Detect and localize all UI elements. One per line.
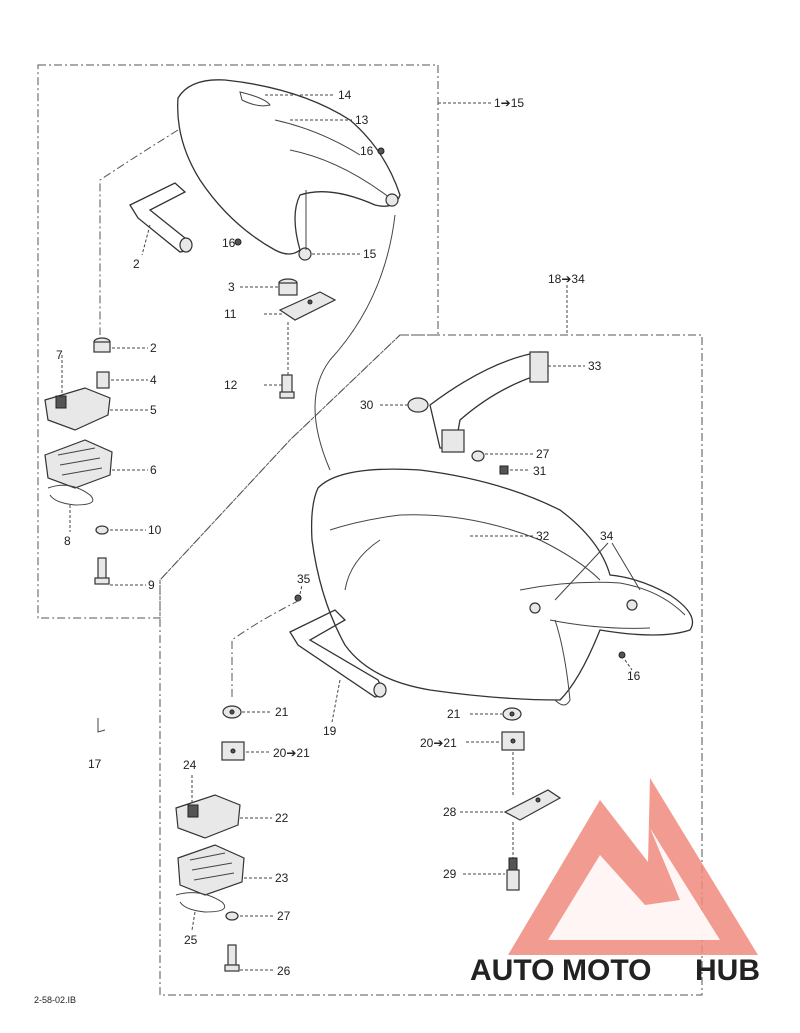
group-box-1-15 — [37, 64, 439, 619]
washer-27-bottom — [225, 911, 239, 921]
callout-24: 24 — [183, 758, 197, 772]
nut-21-left — [222, 705, 242, 719]
callout-25: 25 — [184, 933, 198, 947]
logo-word-auto: AUTO — [470, 954, 554, 987]
diagram-code: 2-58-02.IB — [34, 995, 76, 1005]
latch-plate-5 — [44, 387, 111, 431]
callout-21-right: 21 — [447, 707, 461, 721]
group-label-1-15: 1➔15 — [494, 96, 524, 110]
callout-10: 10 — [148, 523, 162, 537]
spacer-4 — [96, 371, 110, 389]
callout-33: 33 — [588, 359, 602, 373]
bumper-30 — [407, 397, 429, 413]
bracket-11 — [278, 291, 337, 321]
latch-base-23 — [177, 844, 245, 896]
callout-26: 26 — [277, 964, 291, 978]
callout-17: 17 — [88, 757, 102, 771]
group-box-18-34 — [159, 334, 703, 996]
screw-31 — [499, 465, 509, 475]
callout-4: 4 — [150, 373, 157, 387]
automotohub-logo: AUTO MOTO HUB — [470, 778, 760, 987]
callout-20-21-right: 20➔21 — [420, 736, 457, 750]
nut-21-right — [502, 707, 522, 721]
callout-2-bumper: 2 — [150, 341, 157, 355]
callout-27-bottom: 27 — [277, 909, 291, 923]
callout-2-rod: 2 — [133, 257, 140, 271]
screw-26 — [224, 944, 240, 972]
bracket-28 — [503, 789, 562, 821]
callout-29: 29 — [443, 867, 457, 881]
bumper-2 — [93, 337, 111, 353]
bumper-3 — [278, 278, 298, 296]
callout-5: 5 — [150, 403, 157, 417]
callout-28: 28 — [443, 805, 457, 819]
grab-handle-33 — [429, 351, 549, 453]
callout-8: 8 — [64, 534, 71, 548]
callout-34: 34 — [600, 529, 614, 543]
callout-3-upper: 3 — [228, 280, 235, 294]
callout-22: 22 — [275, 811, 289, 825]
callout-19: 19 — [323, 724, 337, 738]
callout-9: 9 — [148, 578, 155, 592]
rod-2 — [129, 182, 193, 253]
callout-14: 14 — [338, 88, 352, 102]
callout-32: 32 — [536, 529, 550, 543]
callout-11: 11 — [224, 307, 237, 321]
screw-9 — [94, 557, 110, 585]
callout-16-left: 16 — [222, 236, 236, 250]
bolt-12 — [279, 374, 295, 399]
passenger-seat-13 — [177, 79, 401, 261]
logo-word-moto: MOTO — [562, 954, 651, 987]
washer-27-top — [471, 450, 485, 462]
callout-35: 35 — [297, 572, 311, 586]
logo-word-hub: HUB — [695, 954, 760, 987]
callout-30: 30 — [360, 398, 374, 412]
logo-triangle-inner — [548, 828, 720, 940]
rod-19 — [289, 609, 387, 698]
callout-7: 7 — [56, 348, 63, 362]
callout-16-top: 16 — [360, 144, 374, 158]
callout-23: 23 — [275, 871, 289, 885]
plate-20-left — [221, 741, 245, 761]
latch-base-6 — [44, 439, 113, 489]
plate-20-right — [501, 731, 525, 751]
callout-13: 13 — [355, 113, 369, 127]
callout-20-21-left: 20➔21 — [273, 746, 310, 760]
callout-27-top: 27 — [536, 447, 550, 461]
callout-15: 15 — [363, 247, 377, 261]
callout-31: 31 — [533, 464, 547, 478]
group-label-18-34: 18➔34 — [548, 272, 585, 286]
latch-plate-22 — [175, 794, 241, 839]
callout-21-left: 21 — [275, 705, 289, 719]
callout-16-seat: 16 — [627, 669, 641, 683]
callout-6: 6 — [150, 463, 157, 477]
spring-8 — [47, 484, 94, 506]
clip-17 — [97, 718, 106, 733]
spring-25 — [175, 892, 226, 913]
bolt-29 — [506, 857, 520, 891]
driver-seat-32 — [310, 468, 694, 701]
washer-10 — [95, 525, 109, 535]
callout-12: 12 — [224, 378, 238, 392]
